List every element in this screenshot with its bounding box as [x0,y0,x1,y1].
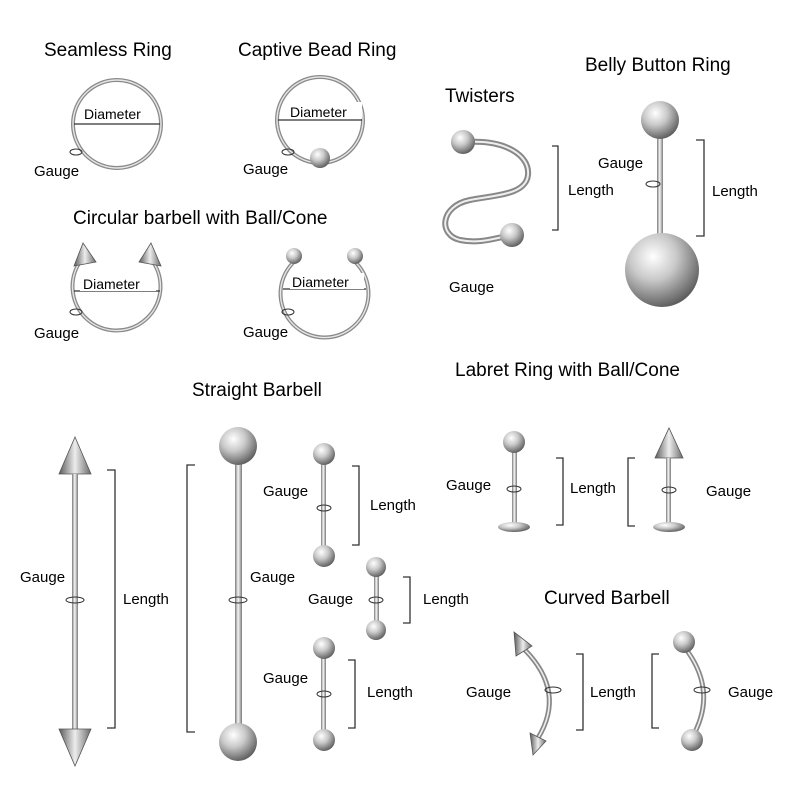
gauge-label: Gauge [263,670,308,687]
captive-bead [310,148,330,168]
gauge-label: Gauge [243,161,288,178]
length-label: Length [367,684,413,701]
length-label: Length [370,497,416,514]
length-label: Length [423,591,469,608]
belly-button-ring: Gauge Length [598,101,758,307]
gauge-label: Gauge [466,684,511,701]
twister-piercing: Length Gauge [442,130,614,296]
straight-barbell-medium: Gauge Length [263,443,416,567]
seamless-ring: Diameter Gauge [34,78,163,180]
curved-barbell-cone: Gauge Length [466,631,636,756]
gauge-label: Gauge [449,279,494,296]
gauge-label: Gauge [34,325,79,342]
length-label: Length [712,183,758,200]
title-circular-barbell: Circular barbell with Ball/Cone [73,208,328,229]
gauge-label: Gauge [308,591,353,608]
title-captive-bead-ring: Captive Bead Ring [238,40,396,61]
length-label: Length [568,182,614,199]
title-curved-barbell: Curved Barbell [544,588,670,609]
gauge-label: Gauge [250,569,295,586]
diameter-label: Diameter [292,274,349,290]
straight-barbell-ball-long: Gauge [186,427,295,761]
curved-barbell-ball: Gauge [651,631,773,751]
gauge-label: Gauge [728,684,773,701]
circular-barbell-ball: Diameter Gauge [243,248,371,341]
gauge-label: Gauge [34,163,79,180]
title-straight-barbell: Straight Barbell [192,380,322,401]
diameter-label: Diameter [84,106,141,122]
title-twisters: Twisters [445,86,515,107]
straight-barbell-cone-long: Gauge Length [20,435,169,768]
diameter-label: Diameter [83,276,140,292]
labret-ball: Gauge Length [446,431,616,532]
title-labret-ring: Labret Ring with Ball/Cone [455,360,680,381]
labret-cone: Gauge [627,427,751,532]
diameter-label: Diameter [290,104,347,120]
gauge-label: Gauge [263,483,308,500]
title-belly-button-ring: Belly Button Ring [585,55,731,76]
length-label: Length [570,480,616,497]
gauge-label: Gauge [706,483,751,500]
captive-bead-ring: Diameter Gauge [243,75,365,178]
gauge-label: Gauge [446,477,491,494]
straight-barbell-short: Gauge Length [308,557,469,640]
gauge-label: Gauge [243,324,288,341]
title-seamless-ring: Seamless Ring [44,40,172,61]
gauge-label: Gauge [598,155,643,172]
straight-barbell-lower: Gauge Length [263,637,413,751]
length-label: Length [590,684,636,701]
gauge-label: Gauge [20,569,65,586]
length-label: Length [123,591,169,608]
circular-barbell-cone: Diameter Gauge [34,242,163,342]
